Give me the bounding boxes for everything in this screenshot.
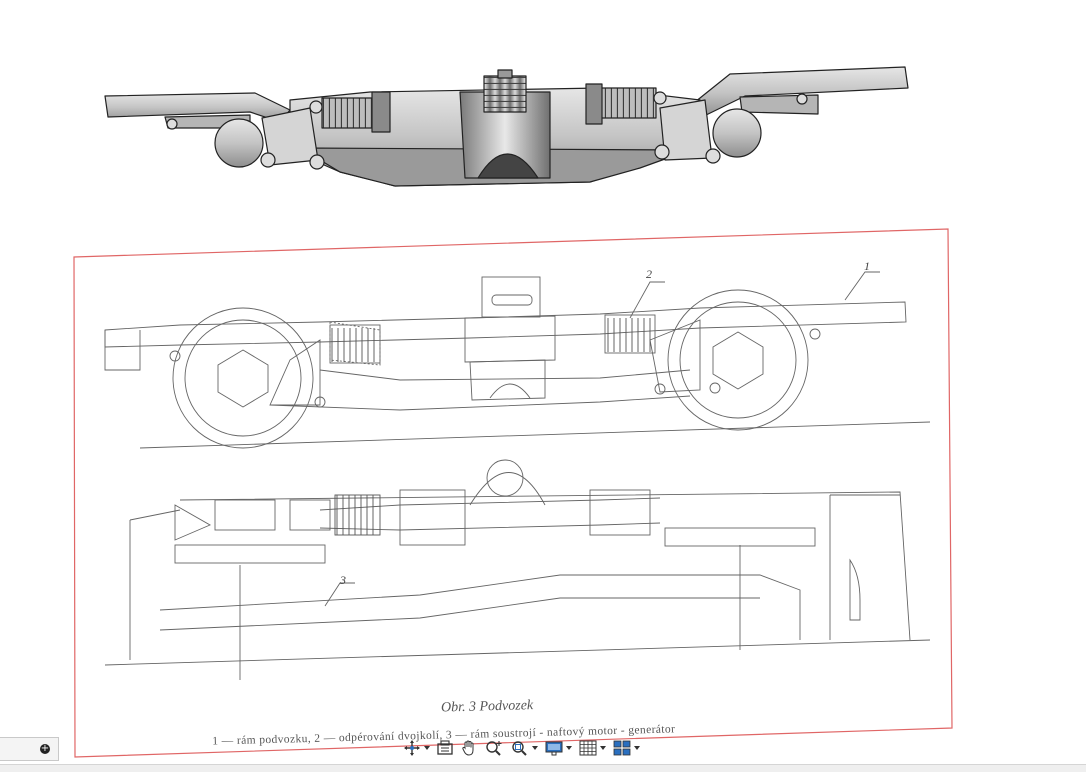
left-panel-tab[interactable]: + — [0, 737, 59, 761]
bogie-3d-model[interactable] — [0, 0, 1086, 230]
hand-pan-button[interactable] — [458, 738, 480, 758]
display-menu-caret[interactable] — [566, 746, 572, 750]
callout-2-label: 2 — [646, 267, 652, 281]
zoom-menu-caret[interactable] — [532, 746, 538, 750]
status-strip — [0, 764, 1086, 772]
pan-menu-caret[interactable] — [424, 746, 430, 750]
view-toolbar — [400, 737, 642, 759]
grid-menu-caret[interactable] — [600, 746, 606, 750]
pan-axes-button[interactable] — [400, 738, 432, 758]
zoom-window-button[interactable] — [508, 738, 540, 758]
callout-1-label: 1 — [864, 259, 870, 273]
pan-axes-icon — [404, 740, 420, 756]
zoom-window-icon — [512, 741, 527, 756]
multi-view-menu-caret[interactable] — [634, 746, 640, 750]
figure-caption-title: Obr. 3 Podvozek — [441, 698, 534, 715]
grid-button[interactable] — [576, 738, 608, 758]
display-monitor-icon — [545, 741, 563, 756]
callout-3-label: 3 — [339, 573, 346, 587]
zoom-in-out-icon — [486, 741, 502, 756]
fit-view-button[interactable] — [434, 738, 456, 758]
zoom-in-out-button[interactable] — [482, 738, 506, 758]
multi-view-icon — [613, 740, 631, 756]
grid-icon — [579, 740, 597, 756]
display-style-button[interactable] — [542, 738, 574, 758]
sheet-border — [73, 228, 953, 758]
add-circle-icon[interactable]: + — [40, 743, 50, 754]
multi-view-button[interactable] — [610, 738, 642, 758]
fit-view-icon — [437, 740, 453, 755]
hand-pan-icon — [462, 740, 474, 756]
